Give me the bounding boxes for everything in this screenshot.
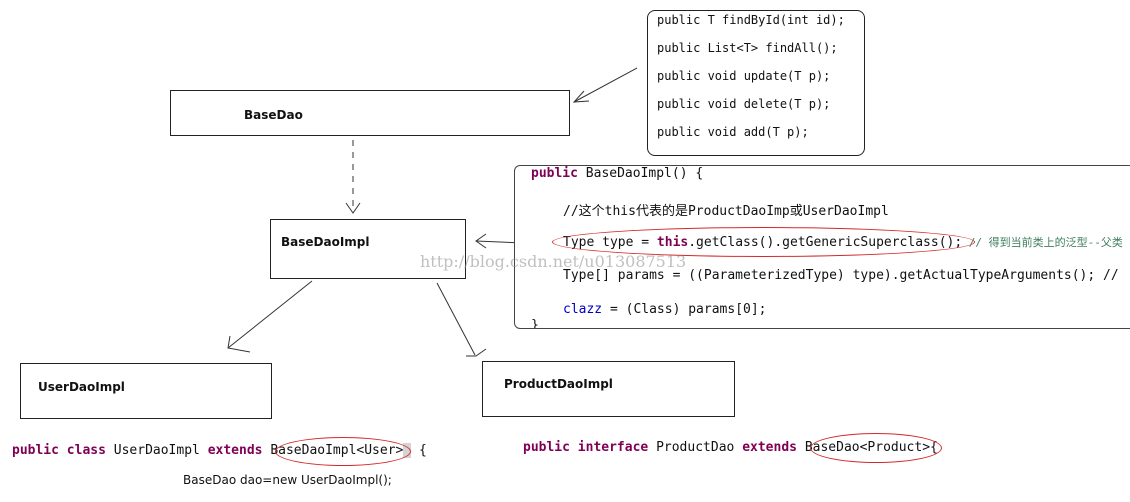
code-kw-public: public bbox=[531, 166, 578, 181]
box-base-dao-impl-label: BaseDaoImpl bbox=[281, 235, 370, 249]
product-decl-kw-extends: extends bbox=[742, 440, 797, 455]
impl-to-product-arrowhead bbox=[466, 348, 487, 357]
highlight-ellipse-product-parent bbox=[810, 433, 942, 463]
impl-to-product-line bbox=[436, 282, 476, 356]
product-decl-name: ProductDao bbox=[656, 440, 735, 455]
highlight-ellipse-user-parent bbox=[275, 437, 411, 466]
user-decl-name: UserDaoImpl bbox=[113, 443, 200, 458]
box-user-dao-impl: UserDaoImpl bbox=[20, 363, 272, 419]
interface-methods-note: public T findById(int id); public List<T… bbox=[647, 10, 865, 156]
box-base-dao-impl: BaseDaoImpl bbox=[270, 219, 466, 279]
method-add: public void add(T p); bbox=[657, 125, 809, 139]
code-inline-comment: // 得到当前类上的泛型--父类 bbox=[962, 236, 1123, 249]
code-line-params: Type[] params = ((ParameterizedType) typ… bbox=[563, 268, 1119, 283]
user-decl-kw-class: class bbox=[66, 443, 106, 458]
highlight-ellipse-generic-superclass bbox=[552, 227, 975, 257]
code-to-impl-arrowhead bbox=[475, 233, 487, 249]
code-line-close-brace: } bbox=[531, 318, 539, 329]
note-to-basedao-arrowhead bbox=[572, 90, 590, 103]
code-line-clazz: clazz = (Class) params[0]; bbox=[563, 302, 767, 317]
impl-to-user-arrowhead bbox=[227, 335, 251, 353]
method-find-by-id: public T findById(int id); bbox=[657, 13, 845, 27]
watermark-text: http://blog.csdn.net/u013087513 bbox=[420, 252, 687, 271]
basedao-to-impl-arrowhead bbox=[345, 202, 361, 214]
code-field-clazz: clazz bbox=[563, 302, 603, 317]
box-base-dao-label: BaseDao bbox=[244, 108, 303, 122]
method-update: public void update(T p); bbox=[657, 69, 831, 83]
box-product-dao-impl-label: ProductDaoImpl bbox=[504, 377, 613, 391]
user-decl-kw-public: public bbox=[12, 443, 59, 458]
method-find-all: public List<T> findAll(); bbox=[657, 41, 838, 55]
impl-to-user-line bbox=[227, 280, 313, 349]
code-line-comment: //这个this代表的是ProductDaoImp或UserDaoImpl bbox=[563, 204, 889, 219]
user-dao-instantiation: BaseDao dao=new UserDaoImpl(); bbox=[183, 473, 392, 487]
product-decl-kw-public: public bbox=[523, 440, 570, 455]
note-to-basedao-line bbox=[573, 67, 638, 103]
box-base-dao: BaseDao bbox=[170, 90, 570, 136]
code-constructor-name: BaseDaoImpl() { bbox=[577, 166, 704, 181]
code-line-signature: public BaseDaoImpl() { bbox=[531, 166, 703, 181]
user-decl-kw-extends: extends bbox=[207, 443, 263, 458]
product-decl-kw-interface: interface bbox=[577, 440, 649, 455]
box-user-dao-impl-label: UserDaoImpl bbox=[38, 380, 125, 394]
user-decl-brace: { bbox=[419, 443, 427, 458]
code-cast: = (Class) params[0]; bbox=[602, 302, 767, 317]
method-delete: public void delete(T p); bbox=[657, 97, 831, 111]
box-product-dao-impl: ProductDaoImpl bbox=[482, 361, 735, 417]
